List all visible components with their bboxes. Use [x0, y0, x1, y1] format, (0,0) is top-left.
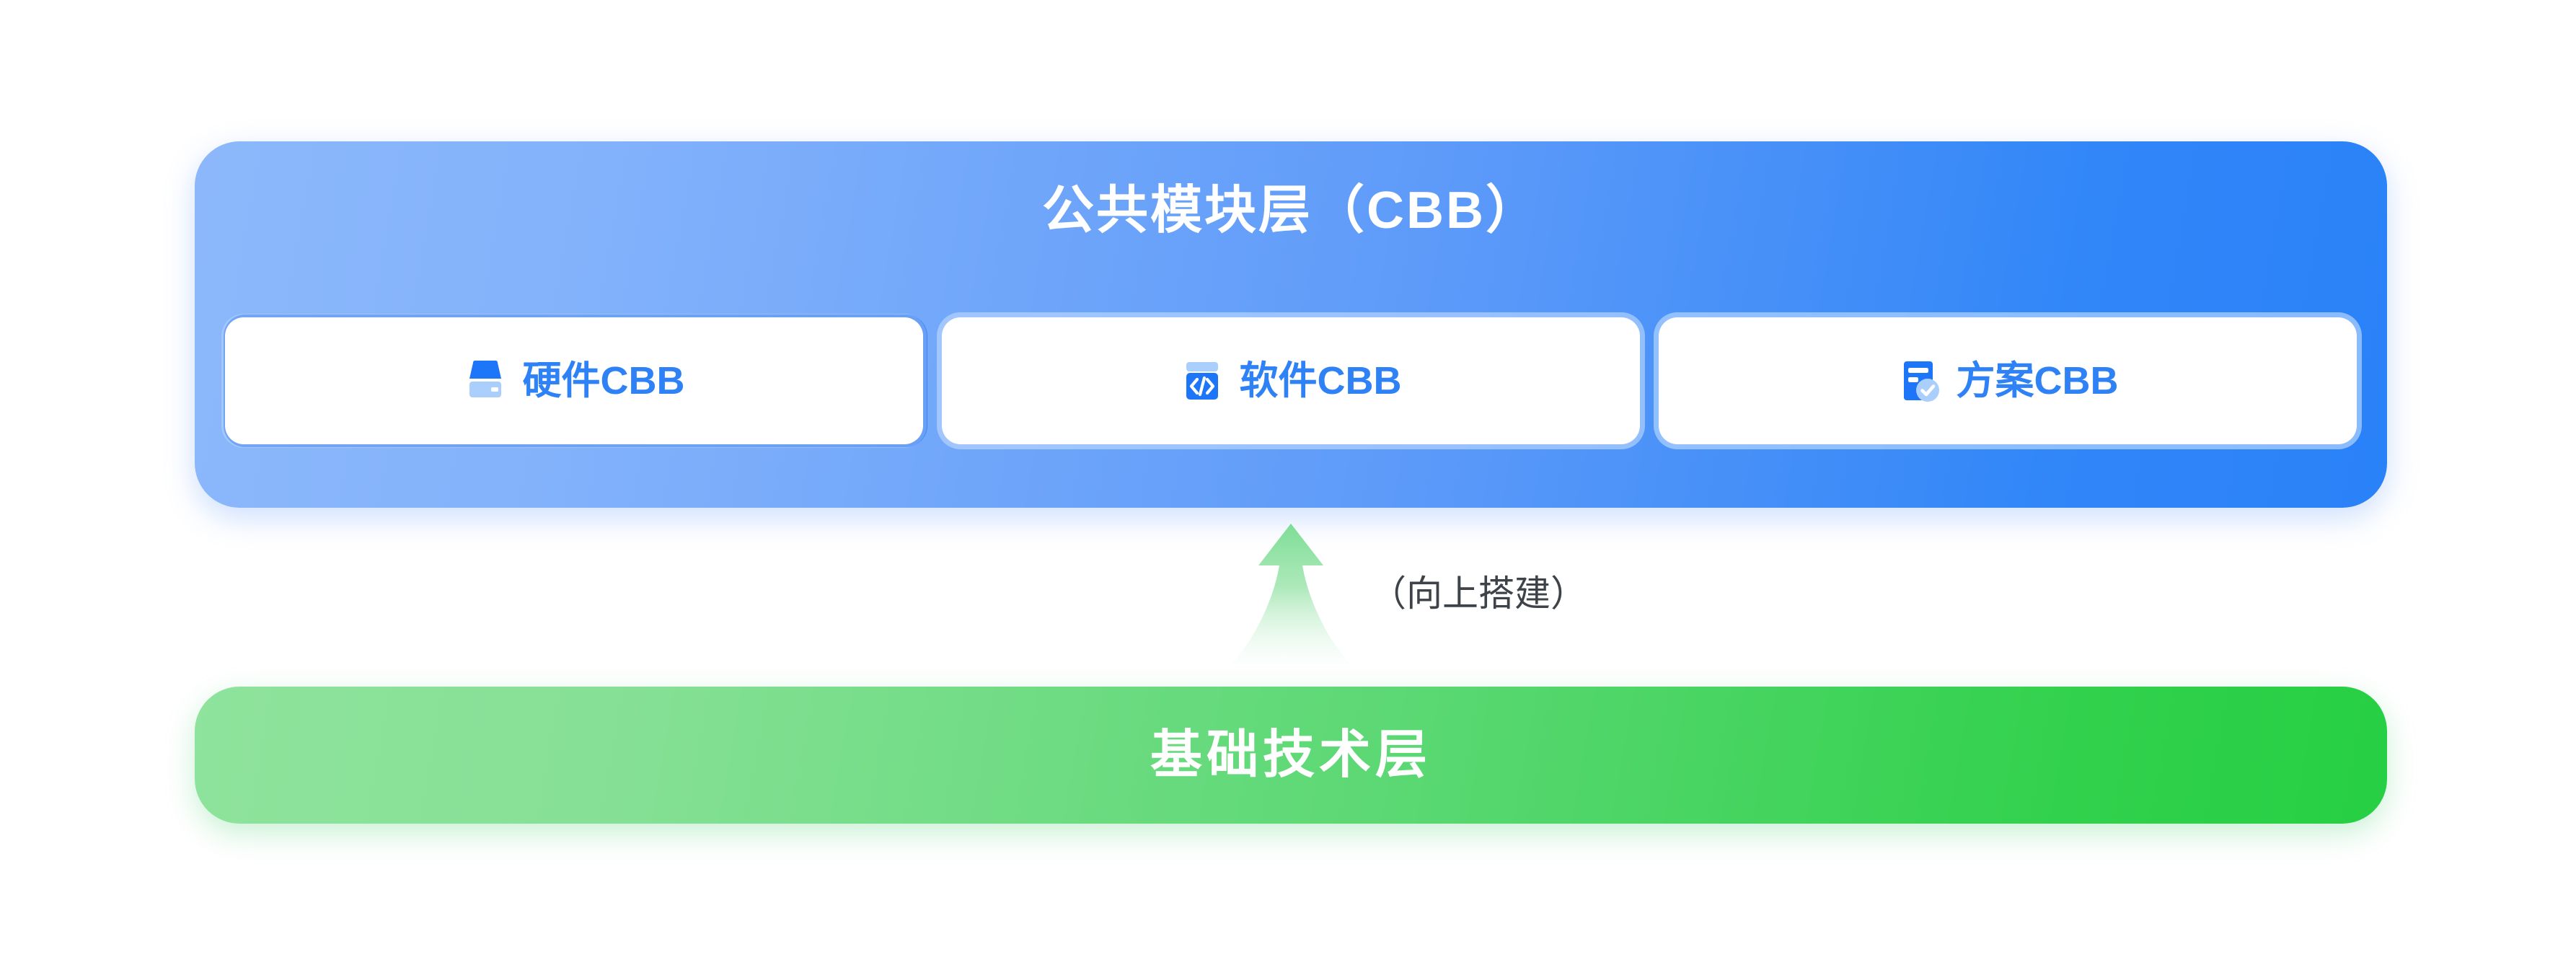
- server-hardware-icon: [464, 359, 507, 402]
- up-arrow-icon: [1227, 521, 1354, 666]
- cbb-card-hardware[interactable]: 硬件CBB: [225, 317, 923, 444]
- cbb-card-hardware-label: 硬件CBB: [522, 359, 685, 402]
- cbb-card-software-label: 软件CBB: [1239, 359, 1402, 402]
- cbb-card-row: 硬件CBB 软件CBB: [225, 317, 2357, 444]
- public-module-layer-title: 公共模块层（CBB）: [1042, 182, 1540, 239]
- cbb-card-software[interactable]: 软件CBB: [942, 317, 1640, 444]
- cbb-card-solution[interactable]: 方案CBB: [1659, 317, 2357, 444]
- public-module-layer-panel: 公共模块层（CBB） 硬件CBB: [195, 141, 2387, 508]
- document-check-icon: [1897, 359, 1941, 402]
- code-window-icon: [1181, 359, 1224, 402]
- base-technology-layer-title: 基础技术层: [1150, 726, 1432, 784]
- build-upward-note: （向上搭建）: [1370, 573, 1587, 614]
- cbb-card-solution-label: 方案CBB: [1956, 359, 2119, 402]
- base-technology-layer-panel: 基础技术层: [195, 687, 2387, 824]
